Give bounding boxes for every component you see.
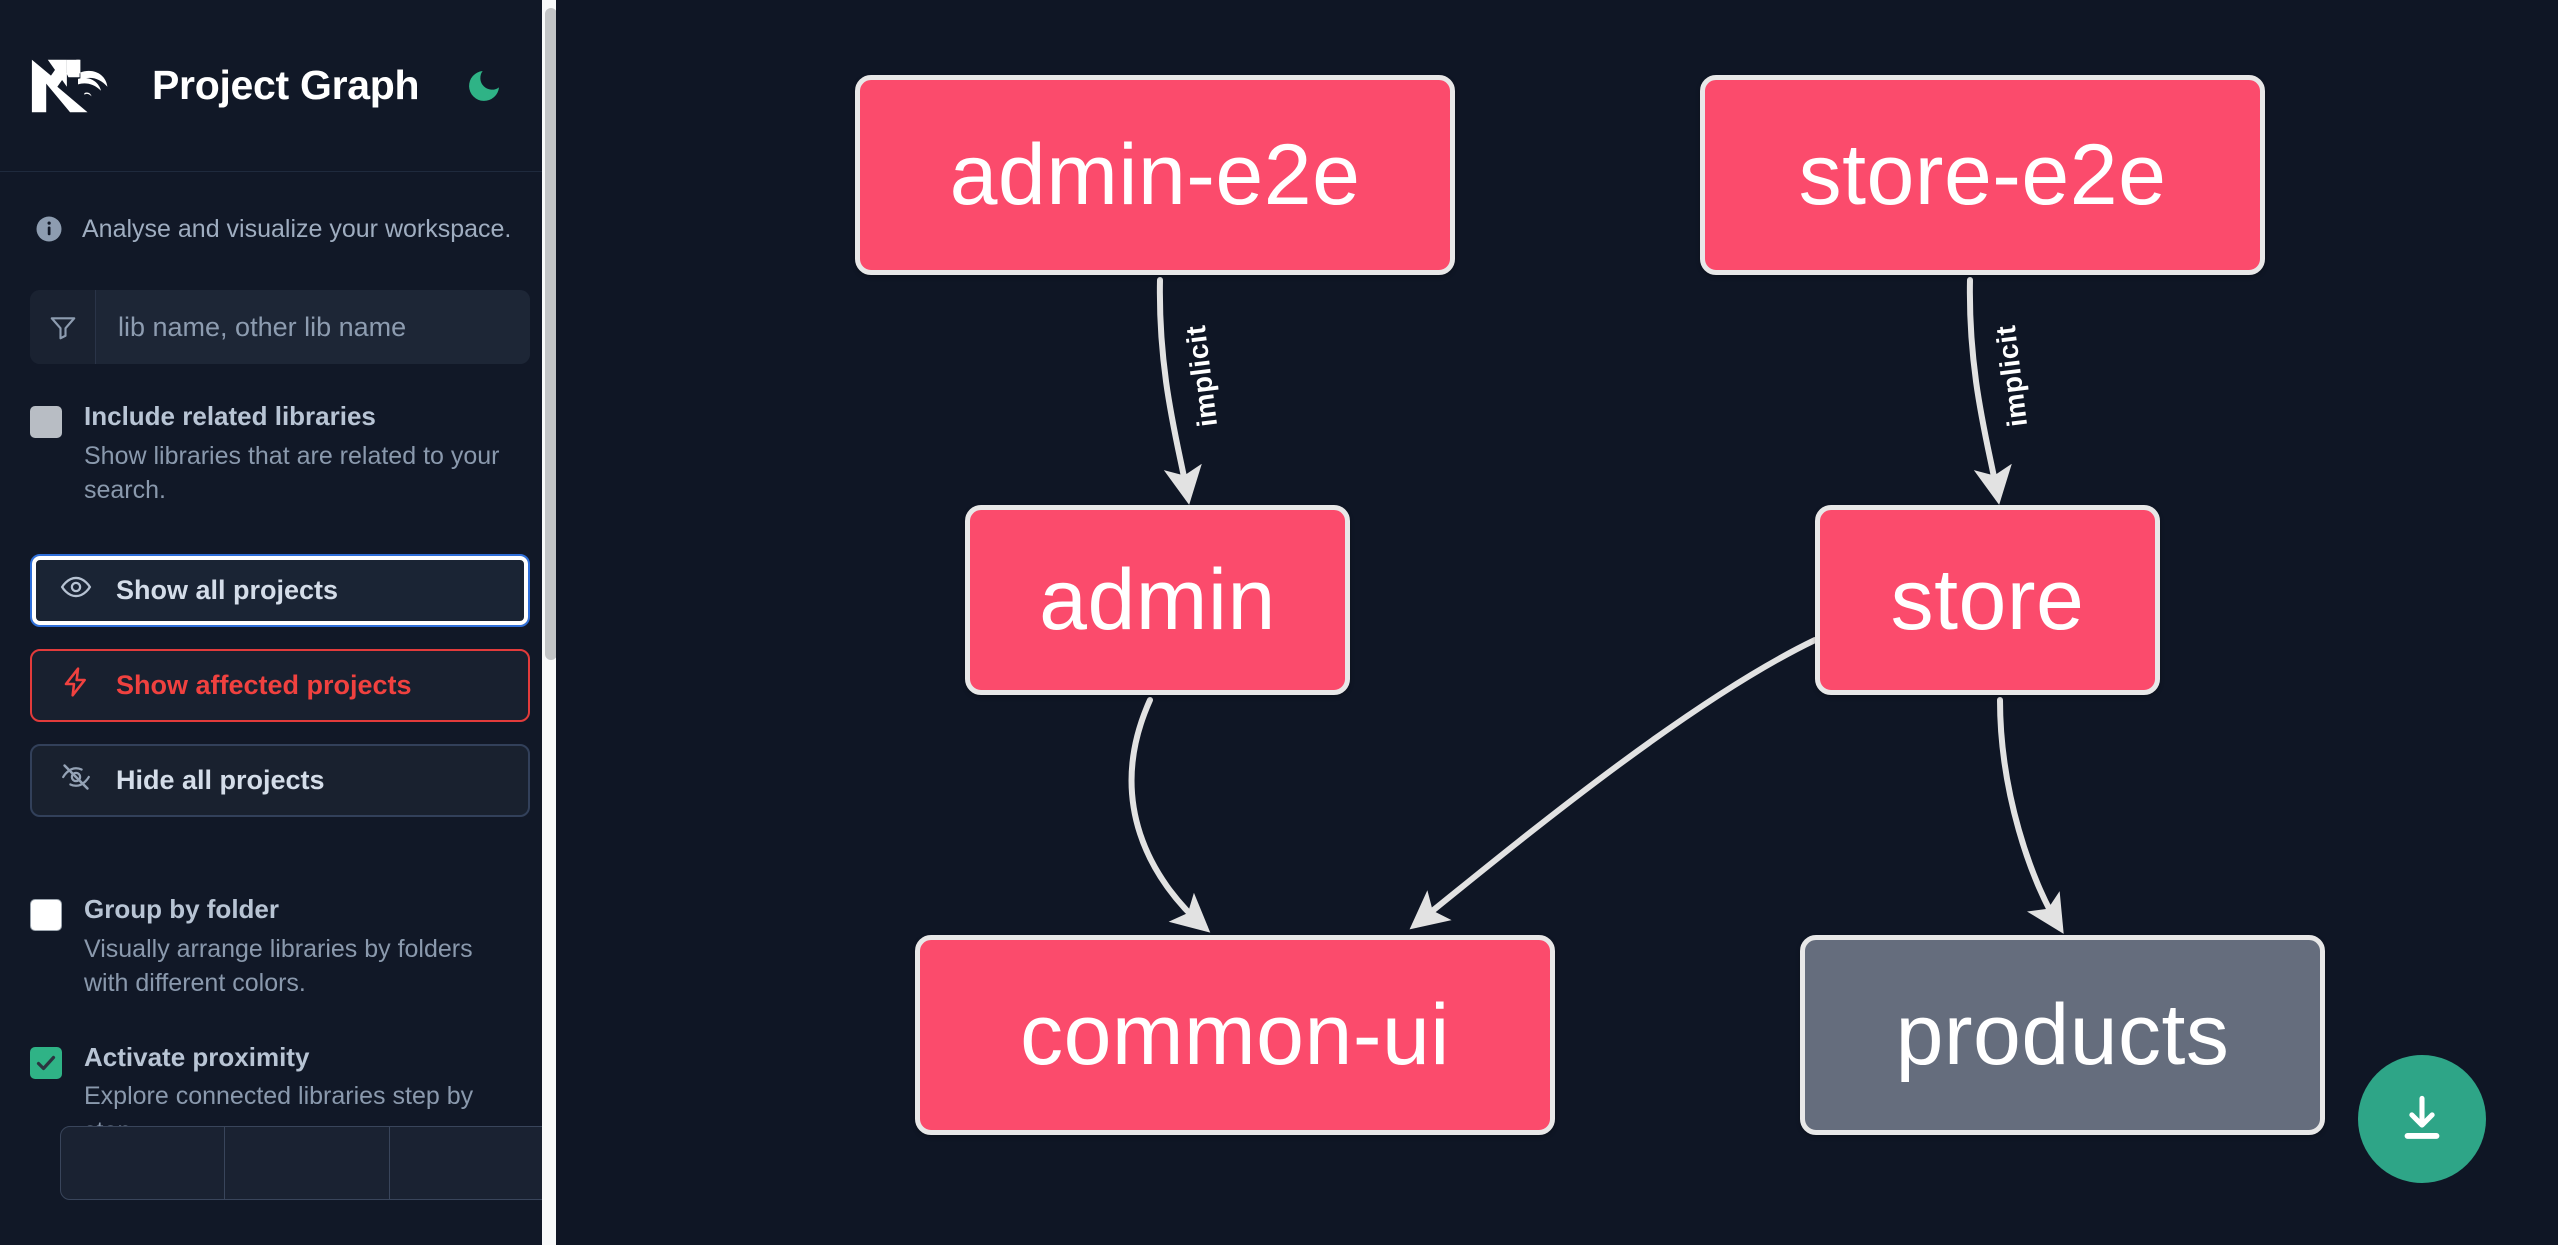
checkbox-include-related-libraries[interactable] [30,406,62,438]
eye-off-icon [60,761,92,800]
graph-node-store[interactable]: store [1815,505,2160,695]
segment-3[interactable] [390,1127,553,1199]
tagline-text: Analyse and visualize your workspace. [82,214,512,243]
graph-node-label: admin [1039,551,1276,648]
option-description: Show libraries that are related to your … [84,441,500,505]
graph-edge-store-to-products [1997,697,2064,934]
checkbox-activate-proximity[interactable] [30,1046,62,1079]
option-include-related-libraries[interactable]: Include related libraries Show libraries… [30,364,530,508]
show-affected-projects-button[interactable]: Show affected projects [30,648,530,722]
graph-edge-store-e2e-to-store [1966,277,2012,505]
moon-icon[interactable] [461,63,507,109]
graph-node-label: common-ui [1020,986,1450,1083]
tagline: Analyse and visualize your workspace. [0,172,560,244]
graph-edge-admin-e2e-to-admin [1156,277,1202,505]
sidebar-header: Project Graph [0,0,560,172]
sidebar-divider [556,0,560,1245]
download-graph-button[interactable] [2358,1055,2486,1183]
search-input[interactable] [96,290,530,364]
graph-node-label: store-e2e [1798,126,2167,223]
option-title: Activate proximity [84,1041,310,1072]
graph-edge-admin-to-common-ui [1128,697,1211,933]
graph-node-label: products [1895,986,2230,1083]
eye-icon [60,571,92,610]
sidebar: Project Graph Analyse and visualize your… [0,0,560,1245]
graph-node-label: store [1890,551,2085,648]
checkbox-group-by-folder[interactable] [30,898,62,931]
lightning-icon [60,666,92,705]
option-activate-proximity[interactable]: Activate proximity Explore connected lib… [30,1001,554,1201]
option-title: Include related libraries [84,401,376,431]
graph-node-store-e2e[interactable]: store-e2e [1700,75,2265,275]
show-all-projects-button[interactable]: Show all projects [30,553,530,627]
graph-node-admin[interactable]: admin [965,505,1350,695]
graph-node-products[interactable]: products [1800,935,2325,1135]
hide-all-projects-button[interactable]: Hide all projects [30,743,530,817]
proximity-step-segmented-control[interactable] [60,1126,554,1201]
graph-node-admin-e2e[interactable]: admin-e2e [855,75,1455,275]
button-label: Show affected projects [116,669,412,700]
nx-logo-icon [30,55,126,117]
filter-funnel-icon [30,290,96,364]
segment-1[interactable] [61,1127,226,1200]
option-title: Group by folder [84,893,279,924]
graph-node-common-ui[interactable]: common-ui [915,935,1555,1135]
page-title: Project Graph [152,62,420,108]
sidebar-scrollbar[interactable] [542,0,560,1245]
info-icon [34,214,64,244]
button-label: Show all projects [116,574,339,605]
search-bar [30,290,530,364]
graph-edge-store-to-common-ui [1409,637,1818,930]
sidebar-body: Include related libraries Show libraries… [0,290,560,1201]
graph-node-label: admin-e2e [949,126,1361,223]
graph-canvas[interactable]: admin-e2e store-e2e admin store common-ui pro… [560,0,2558,1245]
button-label: Hide all projects [116,764,325,795]
option-group-by-folder[interactable]: Group by folder Visually arrange librari… [30,857,530,1001]
segment-2[interactable] [225,1127,390,1200]
visibility-button-group: Show all projects Show affected projects [30,553,530,817]
option-description: Visually arrange libraries by folders wi… [84,934,473,998]
option-description: Explore connected libraries step by step… [84,1082,474,1145]
graph-edges [1128,277,2064,934]
sidebar-scrollbar-thumb[interactable] [545,8,557,660]
